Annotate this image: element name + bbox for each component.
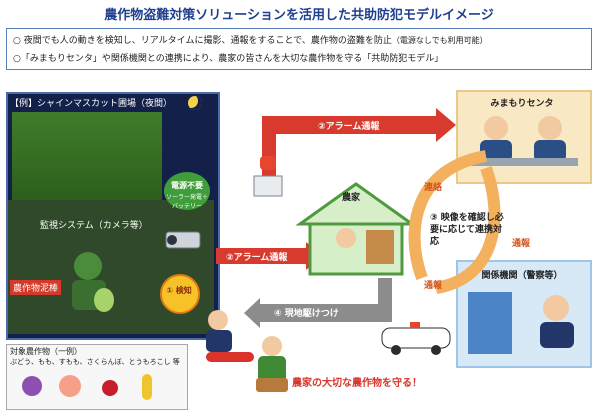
alarm-arrow-top [262, 116, 442, 134]
crops-icons [22, 374, 152, 400]
confirm-label: ③ 映像を確認し必要に応じて連携対応 [430, 213, 504, 247]
contact-label: 連絡 [424, 183, 443, 193]
officer-arrest-icon [206, 310, 254, 362]
thief-label: 農作物泥棒 [10, 280, 62, 295]
operators-icon [470, 116, 578, 166]
notes-box: ○ 夜間でも人の動きを検知し、リアルタイムに撮影、通報をすることで、農作物の盗難… [6, 28, 592, 70]
rush-arrow-stem [378, 278, 392, 308]
alarm-label-mid: ②アラーム通報 [226, 253, 288, 263]
police-station-icon [468, 292, 574, 354]
power-sub: ソーラー発電＋バッテリー [165, 194, 208, 210]
cycle-arrows [408, 150, 501, 294]
moon-icon [188, 96, 202, 110]
crops-list: ぶどう、もも、すもも、さくらんぼ、とうもろこし 等 [10, 358, 180, 366]
crops-title: 対象農作物（一例） [10, 347, 82, 356]
monitoring-center-box [456, 90, 592, 184]
police-car-icon [381, 322, 451, 355]
camera-icon [165, 231, 201, 249]
arrow-head-icon [436, 108, 456, 142]
detect-label: ① 検知 [166, 286, 192, 295]
farmer-basket-icon [256, 336, 288, 392]
note-2: ○「みまもりセンタ」や関係機関との連携により、農家の皆さんを大切な農作物を守る「… [13, 54, 444, 64]
farmer-house-icon [296, 182, 416, 276]
page-title: 農作物盗難対策ソリューションを活用した共助防犯モデルイメージ [104, 8, 494, 23]
thief-icon [72, 252, 114, 312]
agency-label: 関係機関（警察等） [481, 271, 563, 281]
alarm-arrow-mid [216, 248, 310, 264]
farmer-label: 農家 [342, 193, 361, 203]
arrow-head-icon [244, 298, 260, 328]
rush-arrow [258, 304, 392, 322]
detect-badge [160, 274, 200, 314]
siren-icon [253, 156, 283, 197]
rush-label: ④ 現地駆けつけ [274, 309, 339, 319]
report-label-right: 通報 [512, 239, 531, 249]
report-label-left: 通報 [424, 281, 443, 291]
power-main: 電源不要 [171, 181, 203, 190]
camera-label: 監視システム（カメラ等） [40, 221, 148, 231]
monitoring-center-label: みまもりセンタ [490, 99, 554, 109]
alarm-label-top: ②アラーム通報 [318, 122, 380, 132]
protect-message: 農家の大切な農作物を守る！ [292, 378, 422, 389]
solar-badge [164, 172, 210, 210]
vineyard-illustration [12, 112, 162, 200]
farm-label: 【例】シャインマスカット圃場（夜間） [10, 99, 173, 109]
note-1: ○ 夜間でも人の動きを検知し、リアルタイムに撮影、通報をすることで、農作物の盗難… [13, 36, 488, 46]
